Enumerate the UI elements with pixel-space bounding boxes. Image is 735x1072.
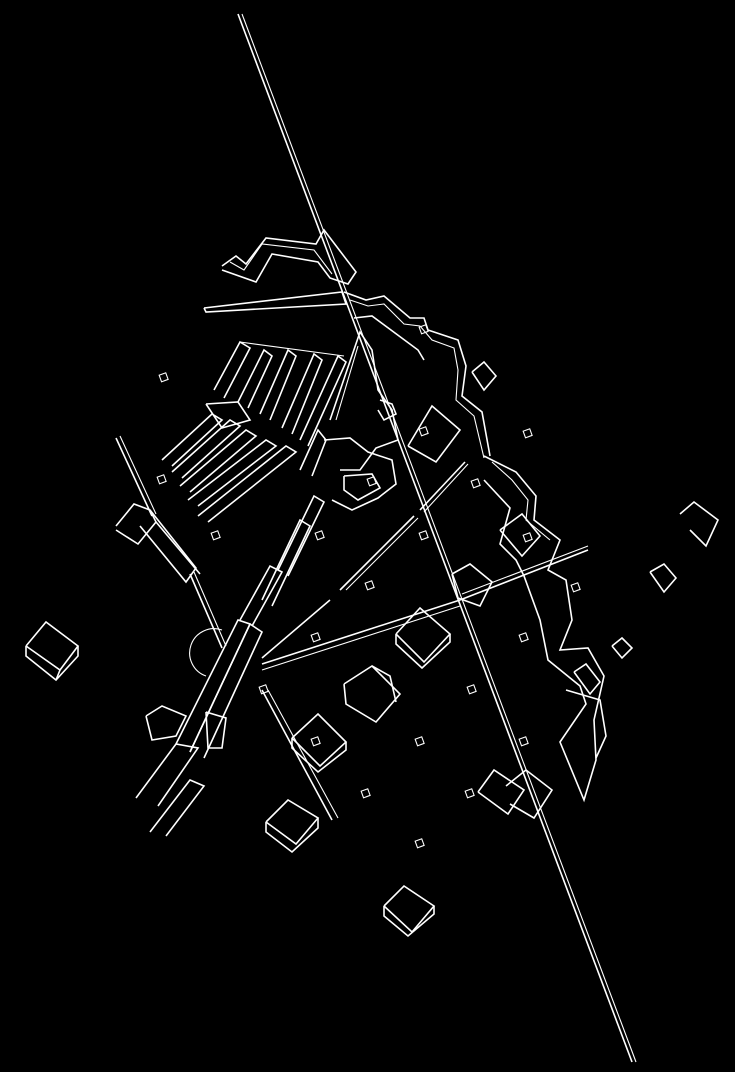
parallel-slabs [161, 340, 347, 523]
top-structure [203, 228, 491, 459]
main-axis-line [237, 13, 637, 1063]
left-block [115, 503, 201, 584]
small-markers [156, 324, 581, 849]
central-mass [299, 330, 399, 511]
right-wall [483, 455, 607, 803]
diagonal-spine [135, 494, 326, 837]
cube-group [25, 360, 719, 938]
ray-lines [115, 435, 589, 821]
